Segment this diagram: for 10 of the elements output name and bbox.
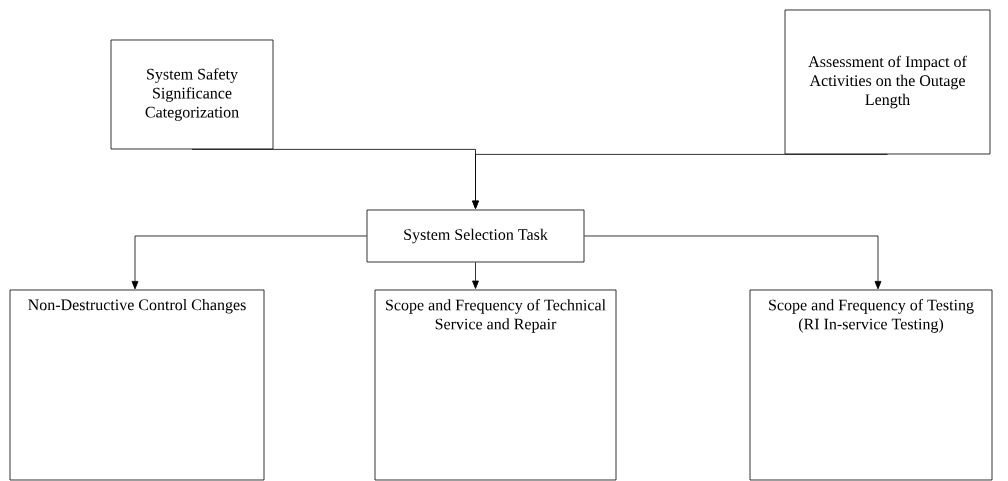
process-box: System Safety Significance Categorization xyxy=(110,39,274,150)
arrow xyxy=(472,262,479,289)
process-box: Scope and Frequency of Technical Service and Repair xyxy=(374,289,617,481)
process-box: Non-Destructive Control Changes xyxy=(9,289,265,481)
arrow xyxy=(131,235,367,290)
process-box: System Selection Task xyxy=(366,209,585,263)
arrow xyxy=(584,235,882,290)
process-box: Scope and Frequency of Testing (RI In-service Testing) xyxy=(749,289,993,481)
arrow xyxy=(472,154,888,209)
process-box: Assessment of Impact of Activities on the Outage Length xyxy=(784,9,991,155)
